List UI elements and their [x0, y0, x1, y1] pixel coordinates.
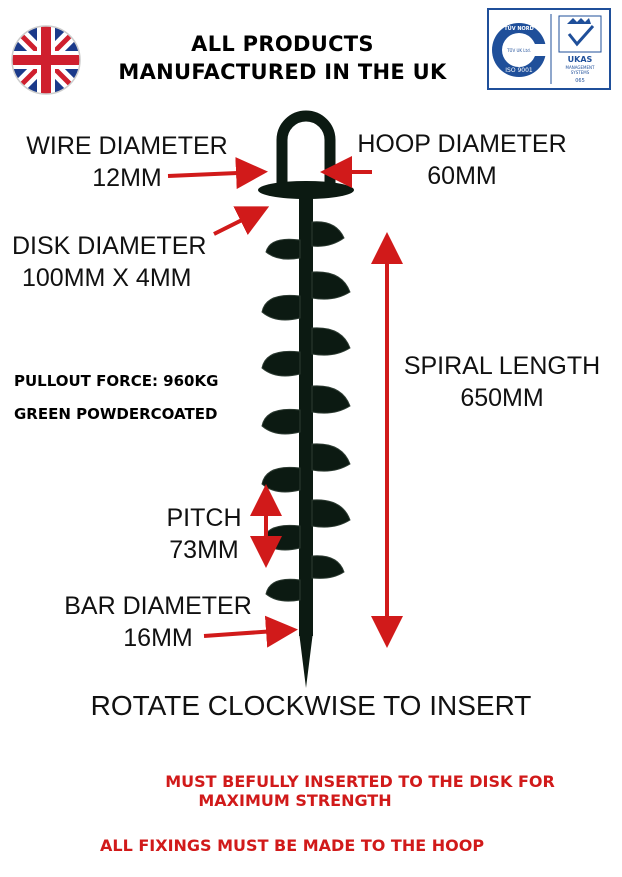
anchor-shaft	[299, 196, 313, 636]
hoop-fixing-warning: ALL FIXINGS MUST BE MADE TO THE HOOP	[100, 836, 485, 855]
ukas-number-text: 065	[575, 78, 585, 84]
spiral-length-label: SPIRAL LENGTH 650MM	[402, 350, 602, 414]
hoop-diameter-value: 60MM	[427, 162, 497, 190]
bar-arrow	[203, 615, 298, 648]
pullout-force-spec: PULLOUT FORCE: 960KG	[14, 372, 219, 390]
uk-flag-icon	[10, 24, 82, 96]
pitch-title: PITCH	[166, 504, 242, 532]
wire-diameter-label: WIRE DIAMETER 12MM	[24, 130, 230, 194]
tuv-top-text: TÜV NORD	[504, 25, 534, 32]
rotate-instruction: ROTATE CLOCKWISE TO INSERT	[90, 690, 532, 721]
header-line-2: MANUFACTURED IN THE UK	[118, 60, 447, 84]
pitch-label: PITCH 73MM	[148, 502, 260, 566]
disk-warning-line-1: MUST BEFULLY INSERTED TO THE DISK FOR	[165, 772, 555, 791]
bar-diameter-title: BAR DIAMETER	[64, 592, 252, 620]
hoop-diameter-label: HOOP DIAMETER 60MM	[352, 128, 572, 192]
tuv-iso-text: ISO 9001	[505, 67, 533, 74]
spiral-length-value: 650MM	[460, 384, 544, 412]
manufacturing-header: ALL PRODUCTS MANUFACTURED IN THE UK	[95, 30, 470, 86]
header-line-1: ALL PRODUCTS	[191, 32, 374, 56]
bar-diameter-value: 16MM	[123, 624, 193, 652]
disk-warning-line-2: MAXIMUM STRENGTH	[198, 791, 392, 810]
anchor-hoop	[276, 110, 336, 192]
wire-diameter-value: 12MM	[92, 164, 162, 192]
anchor-point	[299, 632, 313, 688]
ukas-sub1-text: MANAGEMENT	[566, 65, 595, 70]
ukas-sub2-text: SYSTEMS	[571, 70, 590, 75]
disk-diameter-value: 100MM X 4MM	[22, 264, 192, 292]
certification-box: TÜV NORD TÜV UK Ltd. ISO 9001 UKAS MANAG…	[487, 8, 611, 90]
pitch-value: 73MM	[169, 536, 239, 564]
ukas-name-text: UKAS	[568, 55, 593, 64]
disk-insertion-warning: MUST BEFULLY INSERTED TO THE DISK FOR MA…	[100, 772, 622, 810]
bar-diameter-label: BAR DIAMETER 16MM	[60, 590, 256, 654]
wire-diameter-title: WIRE DIAMETER	[26, 132, 228, 160]
tuv-iso-9001-logo: TÜV NORD TÜV UK Ltd. ISO 9001 UKAS MANAG…	[492, 14, 602, 84]
disk-arrow	[213, 206, 270, 236]
disk-diameter-label: DISK DIAMETER 100MM X 4MM	[12, 230, 222, 294]
wire-arrow	[167, 157, 268, 190]
disk-diameter-title: DISK DIAMETER	[12, 232, 207, 260]
hoop-diameter-title: HOOP DIAMETER	[357, 130, 567, 158]
tuv-uk-text: TÜV UK Ltd.	[506, 48, 531, 53]
powdercoat-spec: GREEN POWDERCOATED	[14, 405, 218, 423]
spiral-length-title: SPIRAL LENGTH	[403, 352, 601, 380]
